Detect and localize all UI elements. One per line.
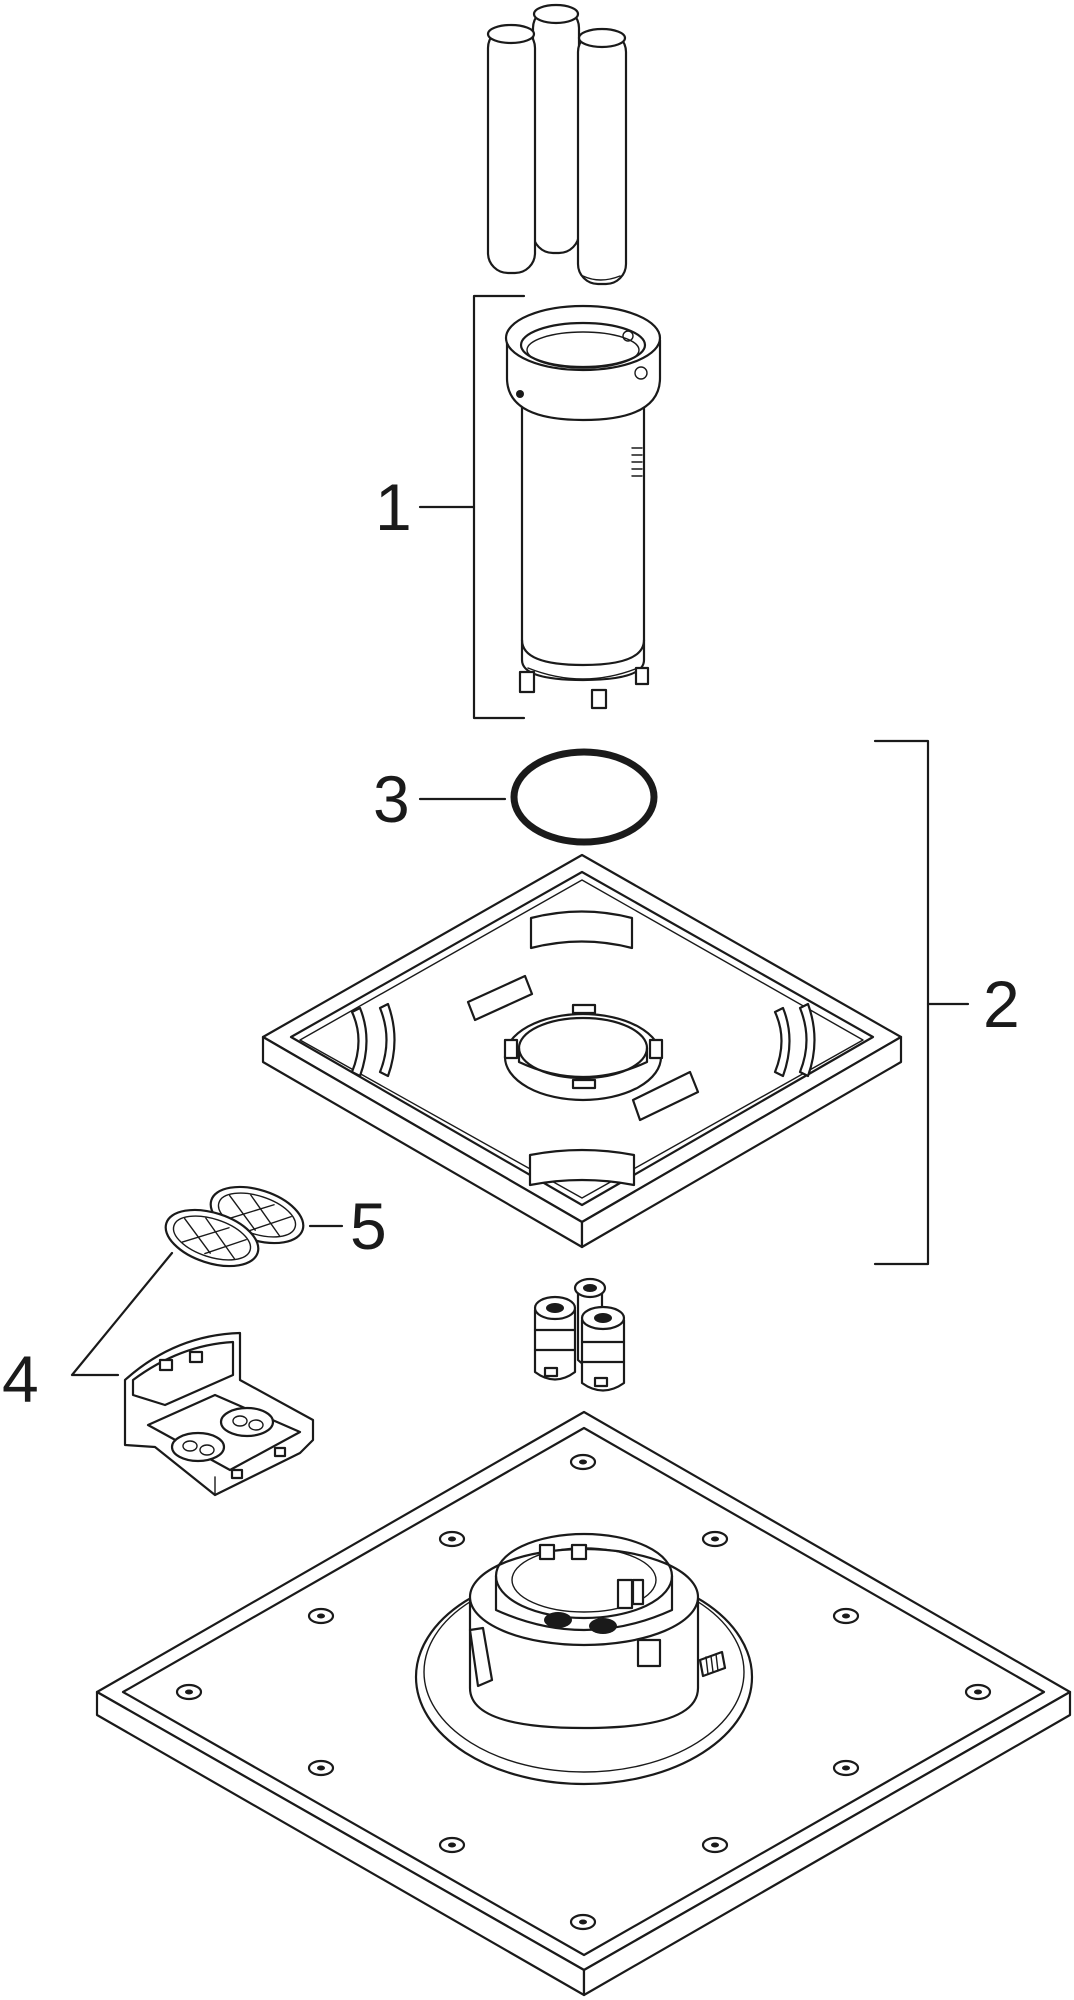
callout-bracket-2 [873,739,970,1266]
callout-label-1: 1 [375,470,412,544]
part-3-o-ring [510,748,658,846]
callout-label-4: 4 [2,1342,39,1416]
part-1-cylinder-body [504,304,662,710]
pipe-bundle [486,3,628,286]
callout-label-2: 2 [983,967,1020,1041]
part-2-square-frame [261,853,903,1249]
callout-bracket-1 [418,294,526,720]
part-4-bracket [123,1331,315,1497]
callout-label-5: 5 [350,1189,387,1263]
base-plate [95,1410,1072,1997]
valve-cartridges [533,1277,626,1392]
part-5-gaskets [164,1185,305,1268]
callout-label-3: 3 [373,762,410,836]
callout-leader-4 [70,1251,174,1377]
